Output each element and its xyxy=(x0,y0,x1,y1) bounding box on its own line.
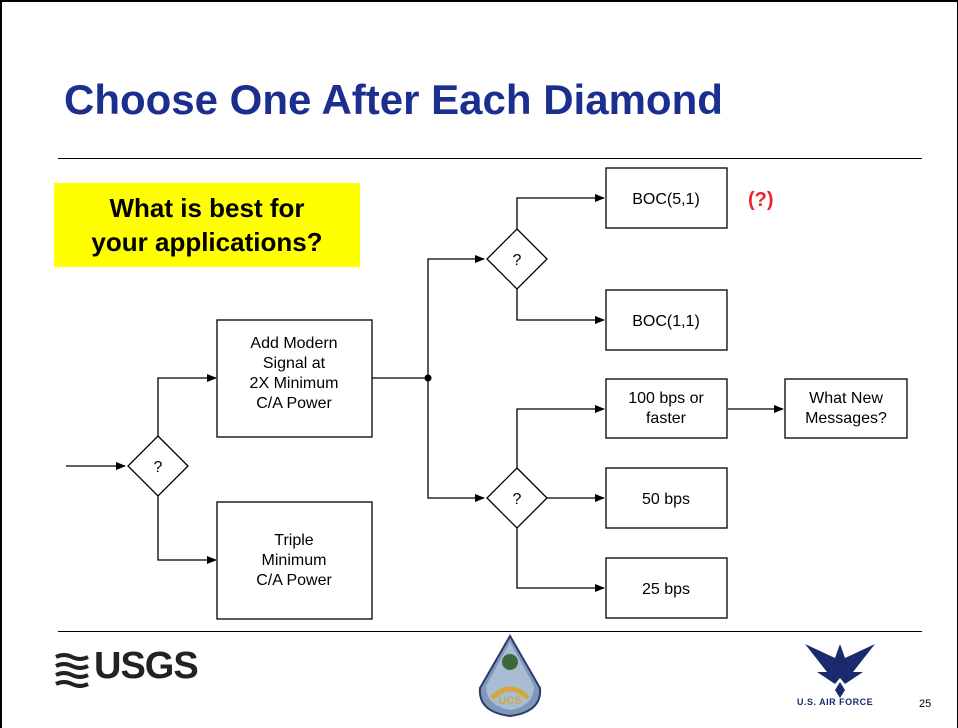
callout-line-2: your applications? xyxy=(91,227,323,257)
gps-patch-logo: UCS xyxy=(478,633,542,718)
usgs-waves-logo xyxy=(55,653,89,688)
triple-min-line-3: C/A Power xyxy=(256,572,332,589)
footer-divider xyxy=(58,631,922,632)
add-modern-line-2: Signal at xyxy=(263,355,326,372)
junction-dot xyxy=(424,374,432,382)
bps100-line-1: 100 bps or xyxy=(628,390,704,407)
bps100-line-2: faster xyxy=(646,410,687,427)
arrow-to-lower-decision xyxy=(427,378,485,502)
boc51-flag: (?) xyxy=(748,189,774,211)
box-25bps: 25 bps xyxy=(605,557,728,619)
decision-lower: ? xyxy=(486,467,548,529)
arrow-to-add-modern xyxy=(157,374,217,436)
triple-min-line-2: Minimum xyxy=(262,552,327,569)
arrow-to-25bps xyxy=(516,528,605,592)
svg-text:UCS: UCS xyxy=(498,695,521,707)
triple-min-line-1: Triple xyxy=(274,532,314,549)
box-100bps: 100 bps or faster xyxy=(605,378,728,439)
decision-upper-label: ? xyxy=(513,252,522,269)
arrow-to-boc51 xyxy=(516,194,605,229)
bps50-label: 50 bps xyxy=(642,491,690,508)
boc51-label: BOC(5,1) xyxy=(632,191,700,208)
page-number: 25 xyxy=(919,698,932,710)
new-messages-line-1: What New xyxy=(809,390,883,407)
box-boc11: BOC(1,1) xyxy=(605,289,728,351)
decision-root-label: ? xyxy=(154,459,163,476)
usaf-wings-logo xyxy=(805,644,875,698)
decision-upper: ? xyxy=(486,228,548,290)
box-triple-minimum: Triple Minimum C/A Power xyxy=(216,501,373,620)
page-title: Choose One After Each Diamond xyxy=(64,76,723,123)
decision-lower-label: ? xyxy=(513,491,522,508)
arrow-to-upper-decision xyxy=(427,255,485,378)
arrow-to-100bps xyxy=(516,405,605,468)
box-50bps: 50 bps xyxy=(605,467,728,529)
add-modern-line-1: Add Modern xyxy=(250,335,337,352)
add-modern-line-3: 2X Minimum xyxy=(250,375,339,392)
header-divider xyxy=(58,158,922,159)
box-new-messages: What New Messages? xyxy=(784,378,908,439)
airforce-wordmark: U.S. AIR FORCE xyxy=(797,697,874,707)
arrow-to-triple-min xyxy=(157,496,217,564)
arrow-to-boc11 xyxy=(516,289,605,324)
decision-root: ? xyxy=(127,435,189,497)
box-add-modern-signal: Add Modern Signal at 2X Minimum C/A Powe… xyxy=(216,319,373,438)
new-messages-line-2: Messages? xyxy=(805,410,887,427)
usgs-wordmark: USGS xyxy=(94,645,199,687)
add-modern-line-4: C/A Power xyxy=(256,395,332,412)
callout-line-1: What is best for xyxy=(109,193,305,223)
connectors xyxy=(66,194,784,592)
box-boc51: BOC(5,1) xyxy=(605,167,728,229)
boc11-label: BOC(1,1) xyxy=(632,313,700,330)
usgs-logo: USGS xyxy=(90,645,199,688)
bps25-label: 25 bps xyxy=(642,581,690,598)
callout-box: What is best for your applications? xyxy=(54,183,360,267)
